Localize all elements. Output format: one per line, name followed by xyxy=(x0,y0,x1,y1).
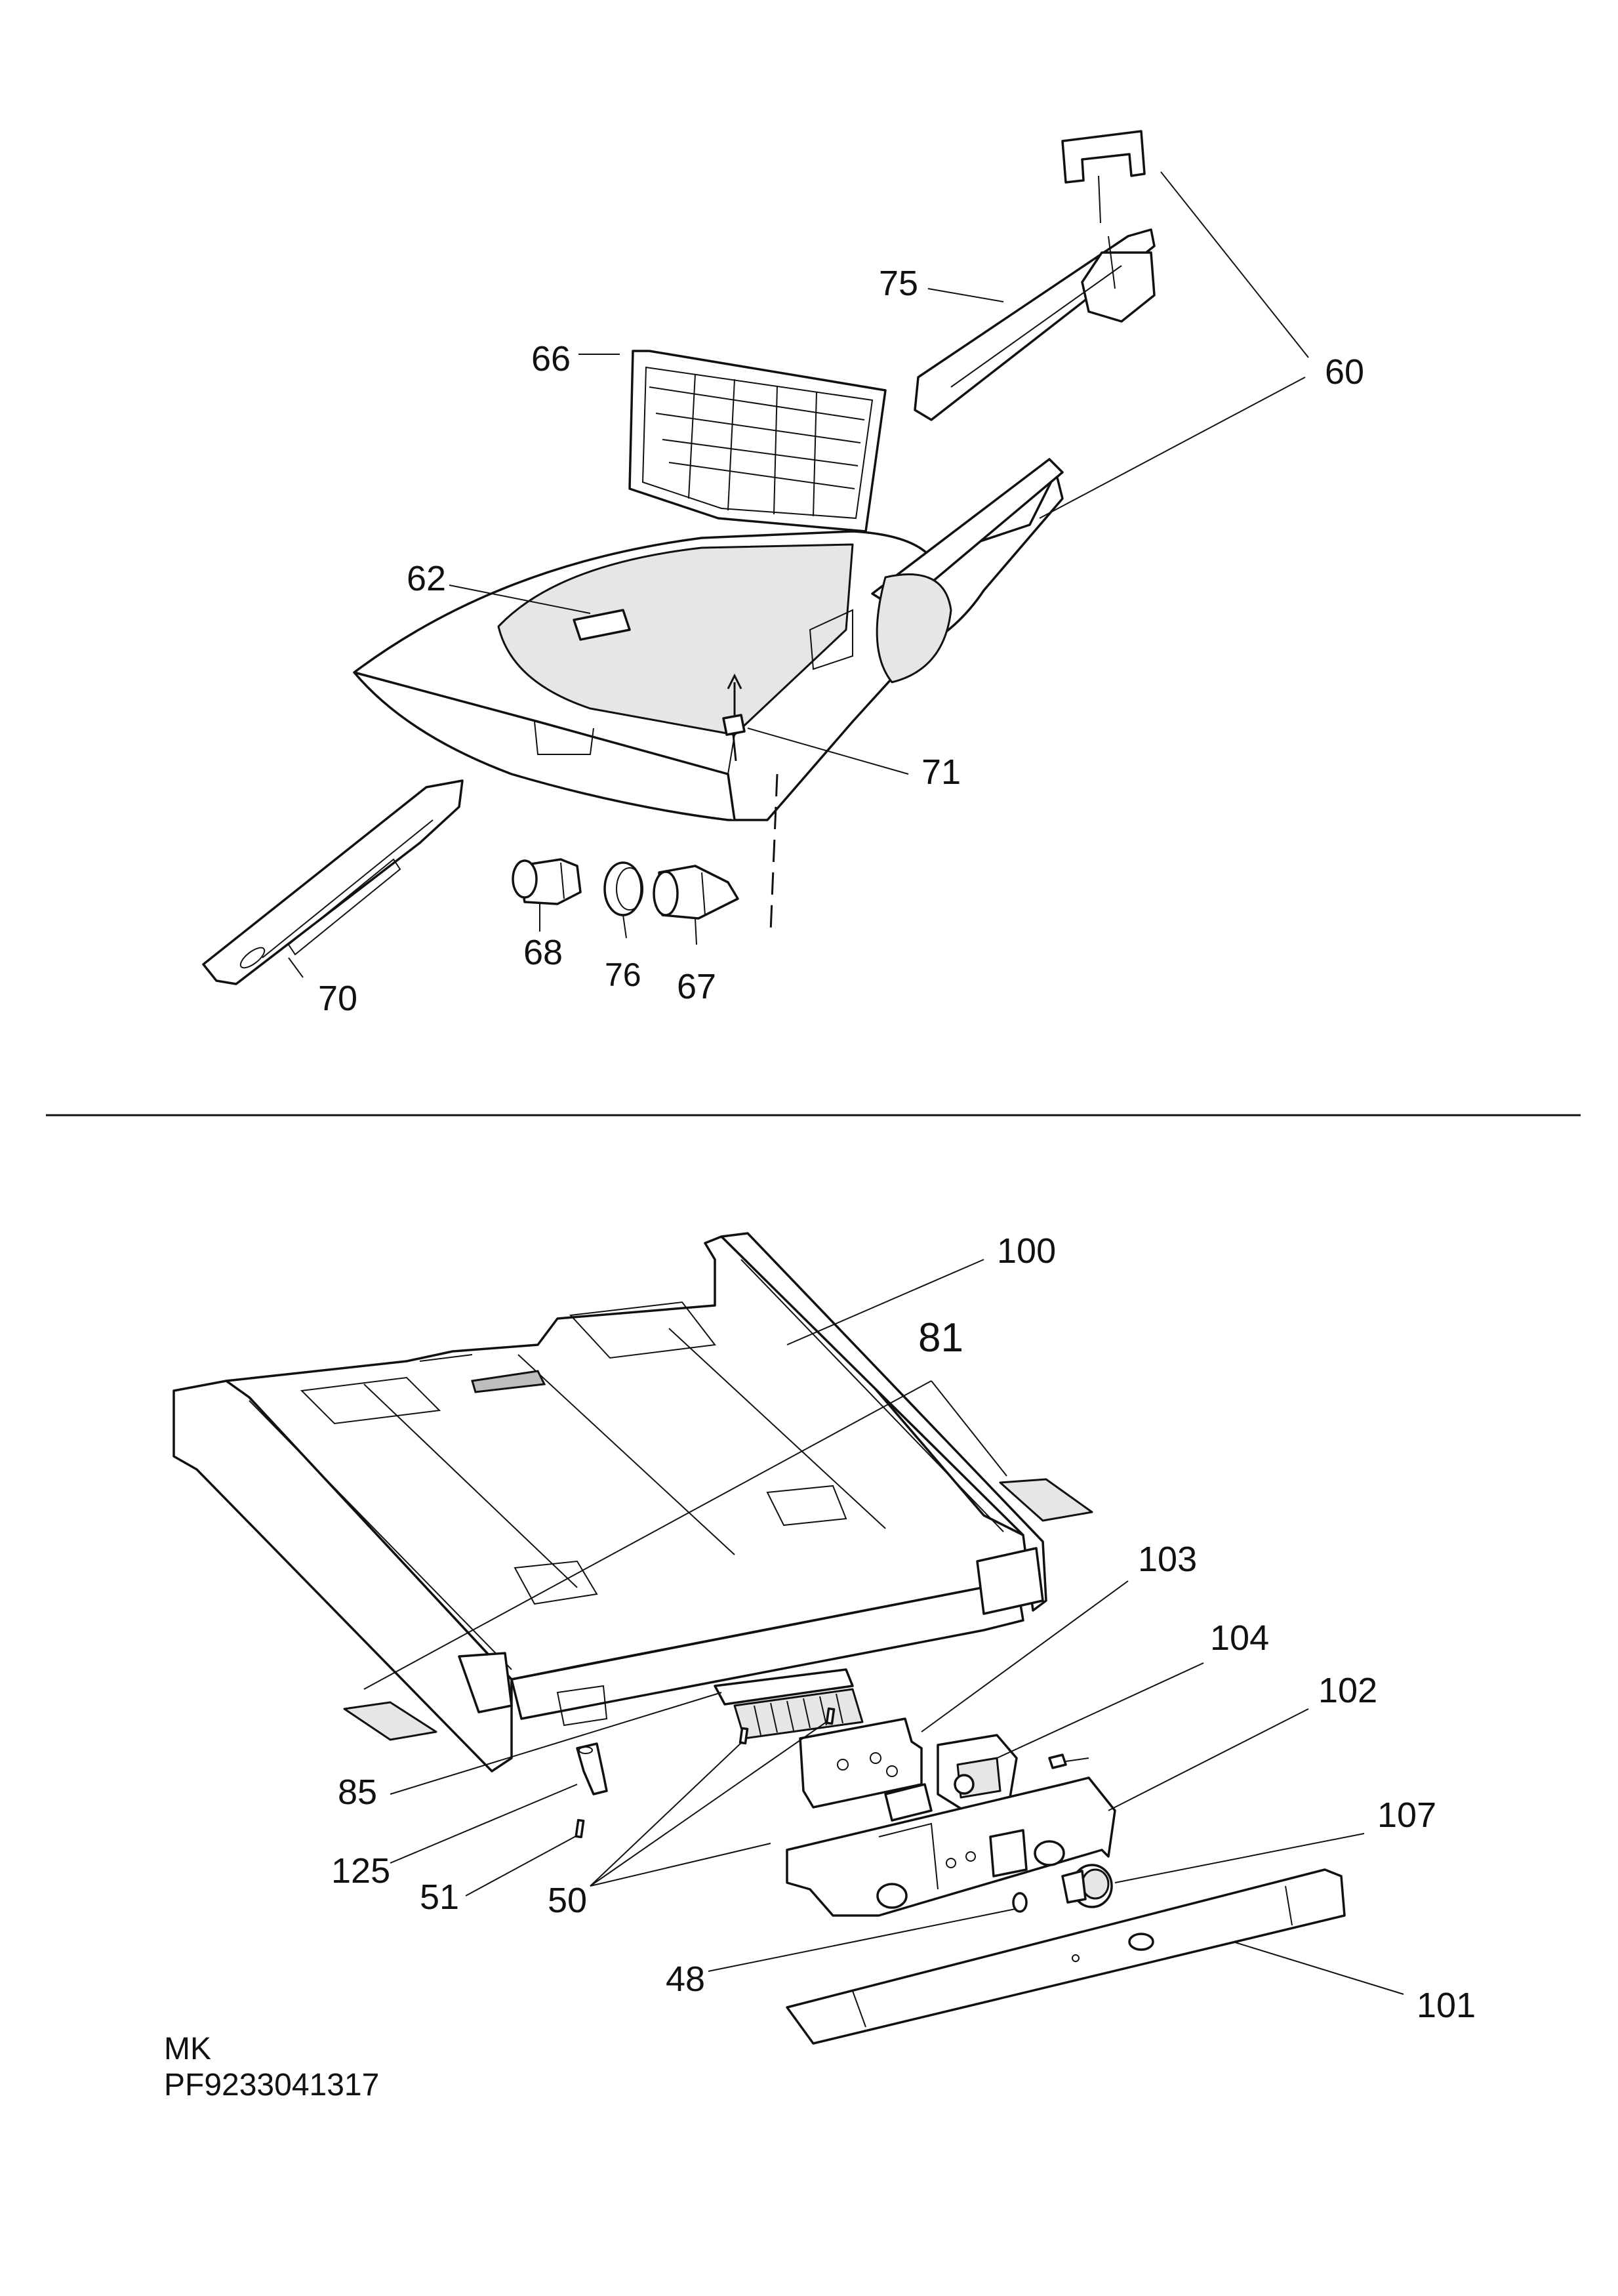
part-68-plug xyxy=(512,858,582,905)
part-51-pin xyxy=(575,1818,585,1839)
label-67: 67 xyxy=(677,967,716,1006)
label-75: 75 xyxy=(879,264,918,303)
label-125: 125 xyxy=(331,1851,390,1891)
part-100-frame xyxy=(172,1232,1049,1774)
label-48: 48 xyxy=(666,1959,705,1999)
label-60: 60 xyxy=(1325,352,1364,392)
part-66-filter-lid xyxy=(628,350,887,533)
part-107-knob xyxy=(1061,1864,1113,1908)
part-48-screw xyxy=(1012,1892,1028,1913)
part-70-slide xyxy=(202,779,464,985)
part-50-pins xyxy=(738,1707,836,1745)
label-51: 51 xyxy=(420,1877,459,1917)
part-81-pads xyxy=(343,1478,1093,1741)
part-85-strip xyxy=(714,1668,864,1740)
part-101-panel xyxy=(786,1868,1346,2045)
bottom-leader-lines xyxy=(363,1259,1404,1995)
label-81: 81 xyxy=(918,1315,963,1361)
label-71: 71 xyxy=(921,752,961,792)
label-100: 100 xyxy=(997,1231,1056,1271)
label-103: 103 xyxy=(1138,1540,1197,1579)
part-125-clip xyxy=(576,1742,608,1795)
part-housing xyxy=(353,458,1064,821)
label-76: 76 xyxy=(605,956,641,993)
label-85: 85 xyxy=(338,1773,377,1812)
label-66: 66 xyxy=(531,339,571,379)
footer-code-line2: PF9233041317 xyxy=(164,2068,380,2102)
label-104: 104 xyxy=(1210,1618,1269,1658)
label-107: 107 xyxy=(1377,1795,1436,1835)
part-71-stem xyxy=(722,673,779,932)
label-68: 68 xyxy=(523,933,563,972)
part-104-thermostat xyxy=(937,1734,1018,1812)
label-102: 102 xyxy=(1318,1671,1377,1710)
part-103-board xyxy=(799,1717,923,1809)
label-50: 50 xyxy=(548,1881,587,1920)
label-70: 70 xyxy=(318,979,357,1018)
part-76-ring xyxy=(603,861,643,916)
footer-code-line1: MK xyxy=(164,2032,211,2066)
callout-labels: 75 60 66 62 71 68 76 67 70 100 81 103 10… xyxy=(318,264,1476,2025)
part-75-rail xyxy=(914,228,1156,421)
top-leader-lines xyxy=(288,171,1309,978)
part-67-valve xyxy=(653,865,739,920)
label-101: 101 xyxy=(1417,1986,1476,2025)
part-102-housing xyxy=(786,1776,1116,1917)
part-60-clip xyxy=(1061,130,1146,224)
label-62: 62 xyxy=(407,559,446,598)
part-102-screw xyxy=(1048,1753,1089,1769)
